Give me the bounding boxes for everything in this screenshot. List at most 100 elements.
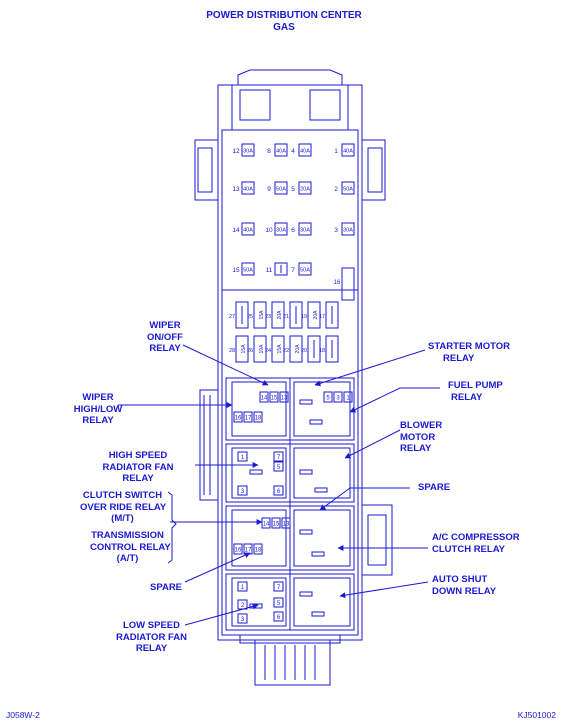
mini-fuse-number-bottom-24: 24 — [265, 348, 271, 354]
relay-pin-r2-0 — [233, 411, 243, 423]
mini-fuse-number-top-23: 23 — [265, 314, 271, 320]
fuse-slot-2 — [341, 181, 355, 195]
fuse-slot-7 — [298, 262, 312, 276]
relay-pin-label-hs-1: 7 — [277, 455, 281, 461]
fuse-slot-10 — [274, 222, 288, 236]
fuse-slot-3 — [341, 222, 355, 236]
fuse-number-16: 16 — [334, 280, 341, 286]
fuse-number-5: 5 — [291, 186, 295, 193]
fuse-amp-3: 30A — [343, 228, 353, 234]
mini-fuse-amp-top-2: 20A — [277, 310, 283, 320]
fuse-slot-1 — [341, 143, 355, 157]
relay-pin-tr-0 — [233, 543, 243, 555]
relay-terminal-7 — [311, 611, 325, 617]
fuse-slot-15 — [241, 262, 255, 276]
fuse-amp-7: 50A — [300, 268, 310, 274]
mini-fuse-slot-bottom-0 — [235, 335, 249, 363]
callout-spare-right: SPARE — [418, 482, 451, 493]
arrow-wiper-onoff — [182, 344, 269, 386]
relay-pin-r1-0 — [259, 391, 269, 403]
relay-low-speed-fan — [231, 577, 287, 627]
relay-pin-hs-0 — [237, 451, 248, 462]
arrow-blower — [344, 429, 401, 459]
relay-pin-r2-2 — [253, 411, 263, 423]
mini-fuse-amp-bottom-1: 10A — [259, 344, 265, 354]
fuse-slot-16 — [341, 267, 355, 301]
mini-fuse-number-bottom-18: 18 — [319, 348, 325, 354]
arrow-starter — [314, 349, 426, 387]
relay-pin-cl-1 — [271, 517, 281, 529]
fuse-number-1: 1 — [334, 148, 338, 155]
mini-fuse-slot-top-5 — [325, 301, 339, 329]
relay-pin-label-ra-2: 1 — [346, 396, 350, 402]
arrow-spare-right — [319, 487, 410, 511]
fuse-number-2: 2 — [334, 186, 338, 193]
relay-blower-motor — [293, 447, 351, 499]
relay-pin-label-hs-2: 3 — [241, 489, 245, 495]
top-connector — [237, 69, 343, 85]
relay-terminal-8 — [249, 469, 263, 475]
footer-right-code: KJ501002 — [517, 710, 556, 720]
relay-pin-r2-1 — [243, 411, 253, 423]
relay-high-speed-fan — [231, 447, 287, 499]
fuse-number-12: 12 — [232, 148, 240, 155]
mini-fuse-number-top-19: 19 — [301, 314, 307, 320]
fuse-number-3: 3 — [334, 227, 338, 234]
relay-pin-ls-5 — [273, 611, 284, 622]
fuse-amp-5: 20A — [300, 187, 310, 193]
diagram-title-line2: GAS — [273, 22, 295, 33]
mini-fuse-number-bottom-26: 26 — [247, 348, 253, 354]
fuse-slot-4 — [298, 143, 312, 157]
mini-fuse-amp-bottom-2: 15A — [277, 344, 283, 354]
relay-pin-label-tr-0: 16 — [235, 548, 242, 554]
relay-pin-label-ls-4: 5 — [277, 601, 281, 607]
mini-fuse-amp-bottom-0: 15A — [241, 344, 247, 354]
relay-pin-label-cl-1: 15 — [273, 522, 280, 528]
fuse-amp-2: 50A — [343, 187, 353, 193]
fuse-number-13: 13 — [232, 186, 240, 193]
fuse-slot-12 — [241, 143, 255, 157]
fuse-amp-1: 40A — [343, 149, 353, 155]
mini-fuse-number-bottom-20: 20 — [301, 348, 307, 354]
relay-pin-label-r2-1: 17 — [245, 416, 252, 422]
mini-fuse-slot-top-3 — [289, 301, 303, 329]
fuse-number-11: 11 — [266, 267, 273, 274]
relay-pin-label-ra-0: 5 — [326, 396, 330, 402]
fuse-slot-6 — [298, 222, 312, 236]
relay-terminal-5 — [311, 551, 325, 557]
relay-pin-label-tr-1: 17 — [245, 548, 252, 554]
relay-spare-ac — [293, 509, 351, 567]
fuse-slot-5 — [298, 181, 312, 195]
relay-pin-tr-2 — [253, 543, 263, 555]
fuse-slot-8 — [274, 143, 288, 157]
relay-pin-label-tr-2: 18 — [255, 548, 262, 554]
relay-pin-label-hs-4: 6 — [277, 489, 281, 495]
mini-fuse-amp-top-4: 20A — [313, 310, 319, 320]
relay-pin-label-r1-0: 14 — [261, 396, 268, 402]
mini-fuse-number-top-25: 25 — [247, 314, 253, 320]
mini-fuse-slot-bottom-2 — [271, 335, 285, 363]
relay-starter-fuelpump — [293, 381, 351, 437]
fuse-number-9: 9 — [267, 186, 271, 193]
fuse-slot-14 — [241, 222, 255, 236]
relay-pin-hs-1 — [273, 451, 284, 462]
relay-pin-ra-2 — [343, 391, 353, 403]
fuse-number-14: 14 — [232, 227, 240, 234]
mini-fuse-slot-top-4 — [307, 301, 321, 329]
relay-terminal-4 — [299, 529, 313, 535]
relay-pin-label-ls-3: 7 — [277, 585, 281, 591]
relay-terminal-6 — [299, 591, 313, 597]
relay-pin-ls-2 — [237, 613, 248, 624]
relay-pin-label-ls-5: 6 — [277, 615, 281, 621]
relay-pin-label-cl-2: 13 — [283, 522, 290, 528]
fuse-amp-4: 40A — [300, 149, 310, 155]
relay-pin-label-ls-2: 3 — [241, 617, 245, 623]
mini-fuse-slot-top-0 — [235, 301, 249, 329]
mini-fuse-slot-bottom-4 — [307, 335, 321, 363]
